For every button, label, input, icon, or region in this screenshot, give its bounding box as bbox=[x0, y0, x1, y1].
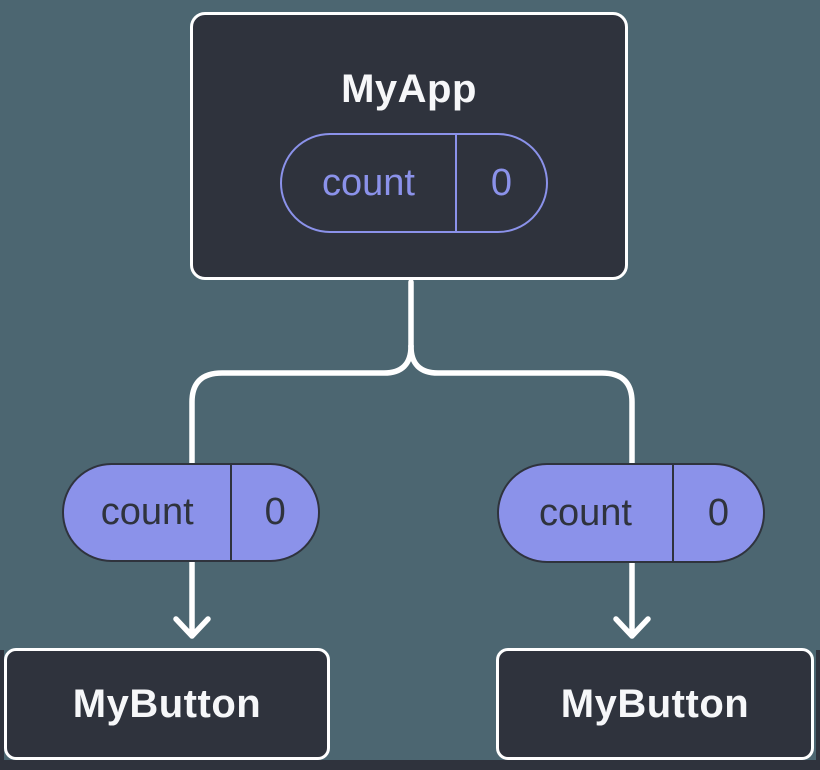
arrow-left bbox=[173, 555, 211, 639]
prop-pill-root: count 0 bbox=[280, 133, 548, 233]
component-node-mybutton-left: MyButton bbox=[4, 648, 330, 760]
left-edge-strip bbox=[0, 650, 4, 770]
bottom-edge-strip bbox=[0, 760, 820, 770]
connector-branch-left bbox=[189, 343, 414, 468]
node-label: MyApp bbox=[341, 67, 477, 111]
component-node-mybutton-right: MyButton bbox=[496, 648, 814, 760]
prop-name: count bbox=[321, 161, 415, 204]
prop-value: 0 bbox=[230, 465, 318, 560]
prop-pill-left: count 0 bbox=[62, 463, 320, 562]
prop-name: count bbox=[538, 491, 632, 534]
node-label: MyButton bbox=[560, 681, 750, 726]
connector-branch-right bbox=[408, 343, 635, 468]
arrow-right bbox=[613, 555, 651, 639]
node-label: MyButton bbox=[72, 681, 262, 726]
prop-value: 0 bbox=[454, 135, 546, 231]
prop-pill-right: count 0 bbox=[497, 463, 765, 563]
component-node-myapp: MyApp count 0 bbox=[190, 12, 628, 280]
prop-name: count bbox=[100, 491, 194, 533]
prop-value: 0 bbox=[671, 465, 763, 561]
right-edge-strip bbox=[816, 650, 820, 770]
